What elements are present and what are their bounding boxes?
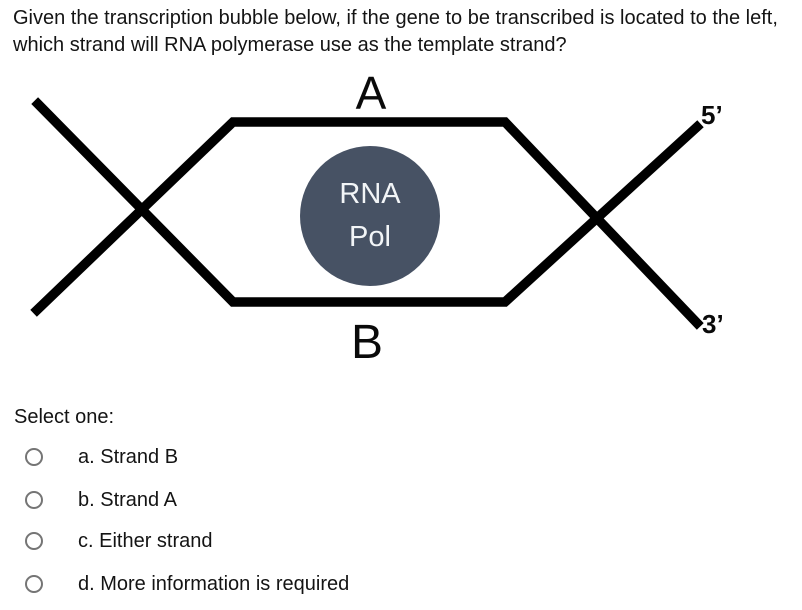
answer-option-c[interactable]: c. Either strand xyxy=(25,529,213,553)
three-prime-label: 3’ xyxy=(702,309,724,339)
radio-button-b[interactable] xyxy=(25,491,43,509)
rna-polymerase-circle xyxy=(300,146,440,286)
answer-option-b[interactable]: b. Strand A xyxy=(25,488,177,512)
strand-b-label: B xyxy=(351,316,383,369)
answer-option-b-label[interactable]: b. Strand A xyxy=(78,488,177,511)
rna-polymerase-label-line1: RNA xyxy=(339,178,401,210)
transcription-bubble-diagram: RNA Pol A B 5’ 3’ xyxy=(30,67,724,369)
question-text: Given the transcription bubble below, if… xyxy=(13,7,778,56)
strand-a-line xyxy=(30,117,704,330)
answer-option-d[interactable]: d. More information is required xyxy=(25,572,349,596)
rna-polymerase-label-line2: Pol xyxy=(349,221,391,253)
answer-option-c-label[interactable]: c. Either strand xyxy=(78,529,213,552)
radio-button-c[interactable] xyxy=(25,532,43,550)
select-one-prompt: Select one: xyxy=(14,406,115,428)
answer-option-d-label[interactable]: d. More information is required xyxy=(78,572,350,595)
strand-a-label: A xyxy=(356,67,387,119)
radio-button-d[interactable] xyxy=(25,575,43,593)
answer-option-a[interactable]: a. Strand B xyxy=(25,445,178,469)
answer-option-a-label[interactable]: a. Strand B xyxy=(78,445,179,468)
five-prime-label: 5’ xyxy=(701,100,723,130)
radio-button-a[interactable] xyxy=(25,448,43,466)
strand-b-line xyxy=(31,97,704,307)
